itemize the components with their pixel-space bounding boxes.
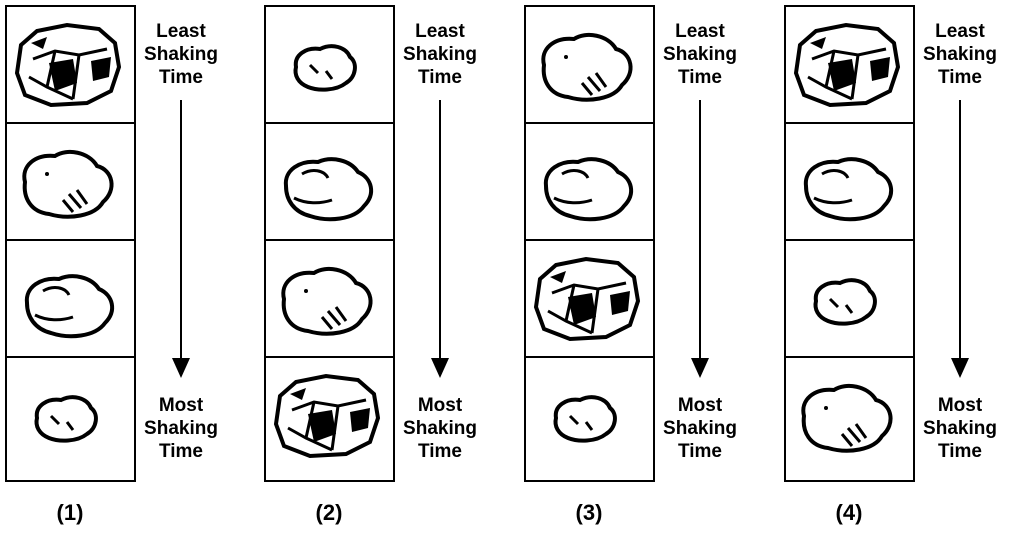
rock-large-angular-icon [14, 22, 122, 108]
rock-medium-rounded-icon [541, 32, 633, 102]
rock-cell [786, 124, 913, 241]
rock-column [5, 5, 136, 482]
diagram-caption: (1) [56, 500, 84, 525]
rock-cell [7, 358, 134, 475]
rock-medium-rounded-icon [543, 157, 634, 222]
rock-small-rounded-icon [293, 44, 357, 92]
rock-cell [266, 358, 393, 475]
rock-small-rounded-icon [34, 395, 98, 443]
rock-medium-rounded-icon [803, 157, 894, 222]
rock-large-angular-icon [533, 256, 641, 342]
rock-cell [526, 7, 653, 124]
down-arrow-icon [431, 100, 449, 378]
rock-medium-rounded-icon [24, 274, 115, 339]
rock-cell [7, 7, 134, 124]
rock-cell [786, 241, 913, 358]
rock-cell [266, 7, 393, 124]
rock-large-angular-icon [793, 22, 901, 108]
rock-cell [266, 124, 393, 241]
rock-column [524, 5, 655, 482]
rock-medium-rounded-icon [283, 157, 374, 222]
rock-cell [526, 358, 653, 475]
diagram-caption: (2) [315, 500, 343, 525]
rock-column [264, 5, 395, 482]
rock-small-rounded-icon [813, 278, 877, 326]
diagram-caption: (3) [575, 500, 603, 525]
rock-cell [786, 358, 913, 475]
rock-cell [7, 124, 134, 241]
rock-cell [526, 124, 653, 241]
rock-cell [526, 241, 653, 358]
rock-medium-rounded-icon [22, 149, 114, 219]
down-arrow-icon [951, 100, 969, 378]
down-arrow-icon [172, 100, 190, 378]
rock-small-rounded-icon [553, 395, 617, 443]
rock-large-angular-icon [273, 373, 381, 459]
rock-cell [7, 241, 134, 358]
rock-medium-rounded-icon [281, 266, 373, 336]
down-arrow-icon [691, 100, 709, 378]
rock-medium-rounded-icon [801, 383, 893, 453]
rock-cell [786, 7, 913, 124]
diagram-caption: (4) [835, 500, 863, 525]
rock-cell [266, 241, 393, 358]
rock-column [784, 5, 915, 482]
